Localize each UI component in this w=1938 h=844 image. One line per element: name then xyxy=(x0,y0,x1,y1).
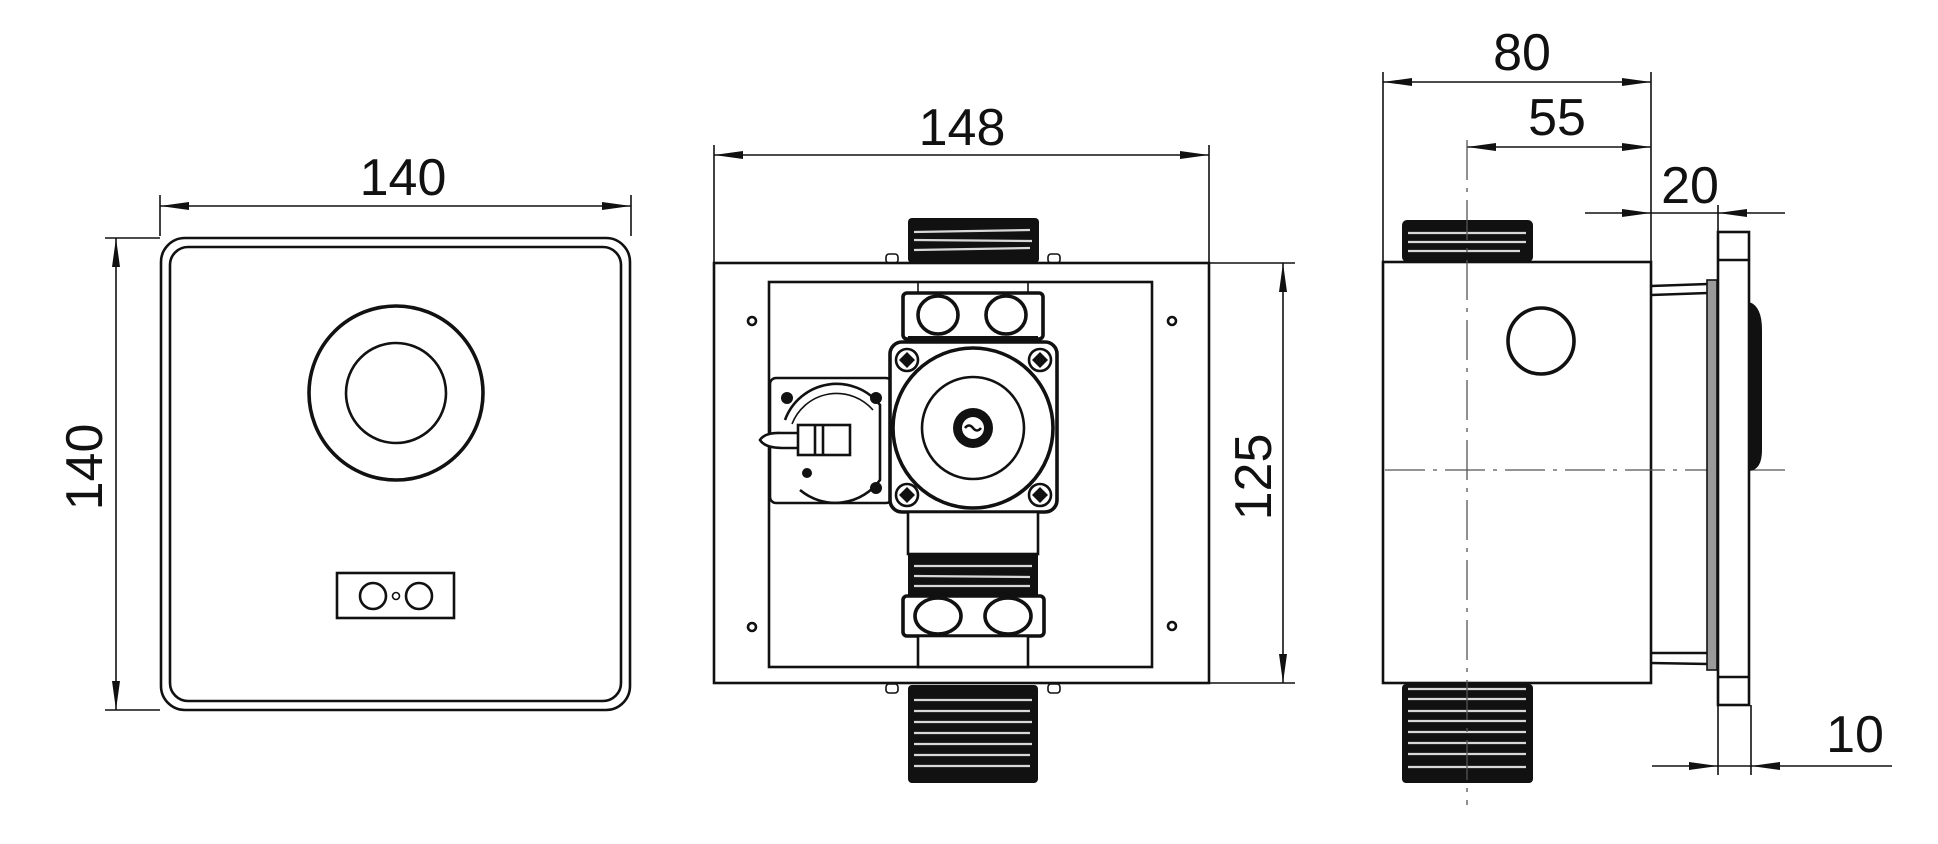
box-frame xyxy=(712,261,1211,685)
dimension-box-height: 125 xyxy=(1209,262,1295,684)
side-cover-plate xyxy=(1716,230,1751,707)
mounting-tab xyxy=(885,683,899,694)
flush-button-profile xyxy=(1749,302,1762,471)
dimension-label-front-width: 140 xyxy=(360,149,447,207)
flush-button-ring xyxy=(307,304,485,482)
corner-screw xyxy=(894,482,920,508)
side-isolation-valve xyxy=(758,376,894,505)
dimension-overall-depth: 80 xyxy=(1382,24,1652,262)
dimension-axis-to-face: 55 xyxy=(1467,89,1651,151)
top-pipe-thread xyxy=(908,218,1039,263)
dimension-box-width: 148 xyxy=(713,99,1210,262)
screw-hole xyxy=(1166,620,1178,632)
dimension-label-overall-depth: 80 xyxy=(1493,24,1551,82)
sensor-lens-left xyxy=(358,581,388,611)
dimension-label-plate-thickness: 10 xyxy=(1826,706,1884,764)
solenoid-valve-body xyxy=(888,340,1059,514)
side-view: 80 55 20 10 xyxy=(1381,24,1892,805)
dimension-front-width: 140 xyxy=(159,149,632,236)
dimension-plate-offset: 20 xyxy=(1585,157,1785,232)
front-cover-view: 140 140 xyxy=(56,149,632,712)
cover-plate-inner xyxy=(168,245,623,703)
screw-hole xyxy=(746,621,758,633)
dimension-front-height: 140 xyxy=(56,237,160,711)
side-inlet-hole xyxy=(1506,306,1576,376)
outlet-sleeve xyxy=(916,634,1030,669)
lever-handle xyxy=(758,431,802,450)
dimension-label-axis-to-face: 55 xyxy=(1528,89,1586,147)
dimension-label-box-height: 125 xyxy=(1225,434,1283,521)
screw-hole xyxy=(746,315,758,327)
middle-pipe-thread xyxy=(908,554,1038,596)
flush-button xyxy=(344,341,448,445)
sensor-led xyxy=(391,591,401,601)
corner-screw xyxy=(1027,347,1053,373)
mounting-tab xyxy=(1047,683,1061,694)
screw-hole xyxy=(1166,315,1178,327)
dimension-label-front-height: 140 xyxy=(56,424,114,511)
mounting-rod xyxy=(1650,282,1709,288)
dimension-label-box-width: 148 xyxy=(919,99,1006,157)
sensor-window xyxy=(335,571,456,620)
mounting-tab xyxy=(1047,253,1061,264)
valve-outlet-stem xyxy=(906,510,1040,556)
internal-box-view: 148 125 xyxy=(712,99,1295,783)
corner-screw xyxy=(894,347,920,373)
dimension-plate-thickness: 10 xyxy=(1652,705,1892,775)
lower-union-nut xyxy=(901,594,1046,638)
mounting-tab xyxy=(885,253,899,264)
corner-screw xyxy=(1027,482,1053,508)
side-box-body xyxy=(1381,260,1653,685)
bottom-pipe-thread xyxy=(908,685,1038,783)
dimension-label-plate-offset: 20 xyxy=(1661,157,1719,215)
upper-union-nut xyxy=(901,282,1045,344)
sensor-lens-right xyxy=(404,581,434,611)
cover-plate-outer xyxy=(159,236,632,712)
gasket-frame xyxy=(1706,279,1718,671)
